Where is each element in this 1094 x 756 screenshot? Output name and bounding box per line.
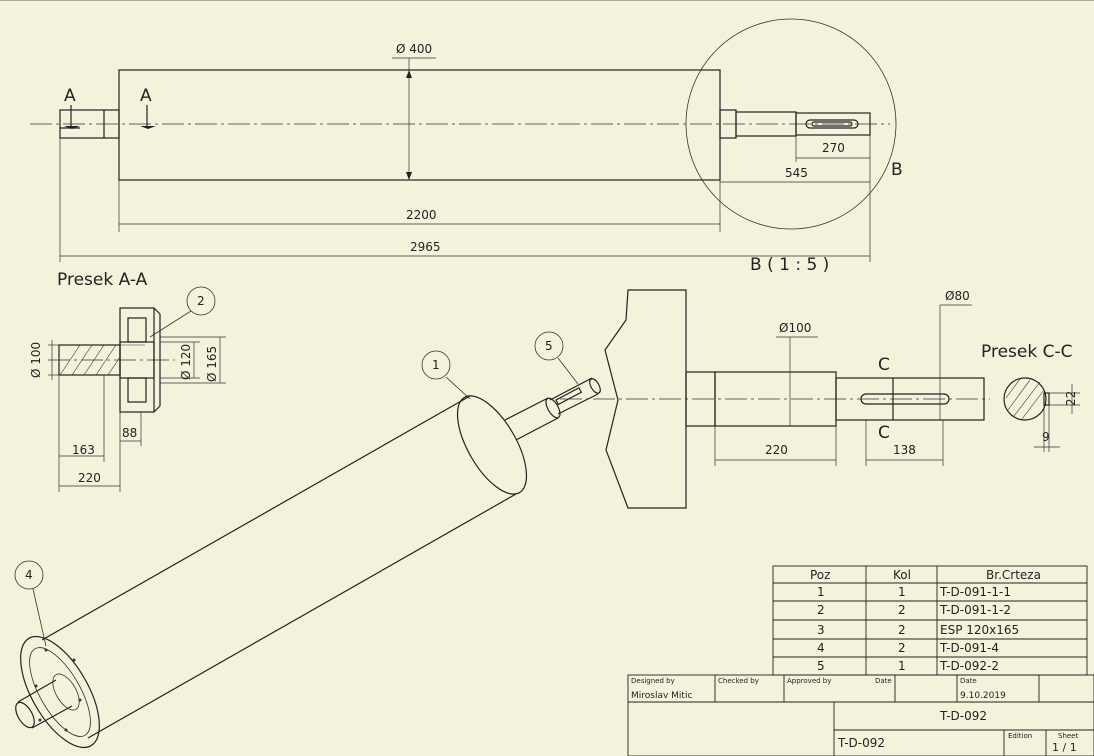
detail-b-circle <box>685 18 897 230</box>
tb-edition-label: Edition <box>1008 732 1032 740</box>
parts-cell: 1 <box>898 659 906 673</box>
presek-aa-title: Presek A-A <box>57 270 148 290</box>
iso-drum-end <box>20 635 100 749</box>
aa-dim-d165: Ø 165 <box>205 346 219 382</box>
parts-cell: 2 <box>898 603 906 617</box>
balloon-2-label: 2 <box>197 294 205 308</box>
keyway <box>805 119 859 129</box>
section-a-label-right: A <box>140 86 152 106</box>
dim-shaft-length: 545 <box>785 166 808 180</box>
detail-dim-138: 138 <box>893 443 916 457</box>
balloon-4-label: 4 <box>25 568 33 582</box>
dim-body-length: 2200 <box>406 208 437 222</box>
parts-cell: 1 <box>817 585 825 599</box>
top-view: A A Ø 400 2200 2965 270 545 B B ( 1 : 5 … <box>30 18 903 275</box>
parts-cell: T-D-091-1-2 <box>939 603 1011 617</box>
section-a-label-left: A <box>64 86 76 106</box>
tb-sheet-label: Sheet <box>1058 732 1078 740</box>
detail-b-scale: B ( 1 : 5 ) <box>750 255 829 275</box>
tb-checked-by-label: Checked by <box>718 677 759 685</box>
cut-c-top: C <box>878 355 890 375</box>
detail-b-view: C C Ø100 Ø80 220 138 <box>560 289 990 509</box>
tb-title: T-D-092 <box>939 709 987 723</box>
detail-shaft-d80 <box>835 377 985 421</box>
aa-dim-d100: Ø 100 <box>29 342 43 378</box>
parts-cell: 2 <box>898 623 906 637</box>
aa-dim-163: 163 <box>72 443 95 457</box>
aa-dim-d120: Ø 120 <box>179 344 193 380</box>
tb-designer: Miroslav Mitic <box>631 691 692 701</box>
detail-hub-breakline <box>604 289 687 509</box>
cut-c-bottom: C <box>878 423 890 443</box>
balloon-2 <box>186 286 216 316</box>
balloon-5 <box>534 331 564 361</box>
balloon-1-label: 1 <box>432 358 440 372</box>
detail-dim-d100: Ø100 <box>779 321 811 335</box>
tb-date: 9.10.2019 <box>960 691 1006 701</box>
balloon-4 <box>14 560 44 590</box>
cc-dim-9: 9 <box>1042 430 1050 444</box>
dim-key-length: 270 <box>822 141 845 155</box>
parts-cell: 5 <box>817 659 825 673</box>
aa-hub <box>119 307 155 413</box>
parts-header-drawing: Br.Crteza <box>986 568 1041 582</box>
presek-cc-title: Presek C-C <box>981 342 1072 362</box>
title-block: Designed by Checked by Approved by Date … <box>627 674 1094 756</box>
balloon-5-label: 5 <box>545 339 553 353</box>
parts-cell: 4 <box>817 641 825 655</box>
parts-cell: 2 <box>898 641 906 655</box>
section-c-c: Presek C-C 22 9 <box>981 342 1080 452</box>
isometric-view: 1 5 4 <box>14 331 601 749</box>
dim-diameter-400: Ø 400 <box>396 42 432 56</box>
tb-date-label-2: Date <box>960 677 977 685</box>
tb-date-label-1: Date <box>875 677 892 685</box>
balloon-1 <box>421 350 451 380</box>
tb-designed-by-label: Designed by <box>631 677 675 685</box>
parts-cell: 1 <box>898 585 906 599</box>
parts-header-poz: Poz <box>810 568 830 582</box>
parts-cell: 2 <box>817 603 825 617</box>
detail-keyway <box>860 393 950 405</box>
cc-dim-22: 22 <box>1064 391 1078 406</box>
section-a-a: Presek A-A Ø 100 Ø 120 Ø 165 <box>29 270 226 492</box>
aa-dim-220: 220 <box>78 471 101 485</box>
parts-cell: ESP 120x165 <box>940 623 1019 637</box>
tb-approved-by-label: Approved by <box>787 677 831 685</box>
tb-sheet: 1 / 1 <box>1052 741 1077 754</box>
parts-list: Poz Kol Br.Crteza 1 1 T-D-091-1-1 2 2 T-… <box>772 565 1088 676</box>
tb-drawing-number: T-D-092 <box>837 736 885 750</box>
parts-cell: T-D-092-2 <box>939 659 999 673</box>
parts-cell: 3 <box>817 623 825 637</box>
parts-cell: T-D-091-4 <box>939 641 999 655</box>
detail-dim-220: 220 <box>765 443 788 457</box>
drum-body <box>118 69 721 181</box>
cc-shaft-circle <box>1003 377 1047 421</box>
aa-dim-88: 88 <box>122 426 137 440</box>
parts-header-kol: Kol <box>893 568 911 582</box>
detail-b-label: B <box>891 160 903 180</box>
dim-total-length: 2965 <box>410 240 441 254</box>
detail-dim-d80: Ø80 <box>945 289 970 303</box>
parts-cell: T-D-091-1-1 <box>939 585 1011 599</box>
